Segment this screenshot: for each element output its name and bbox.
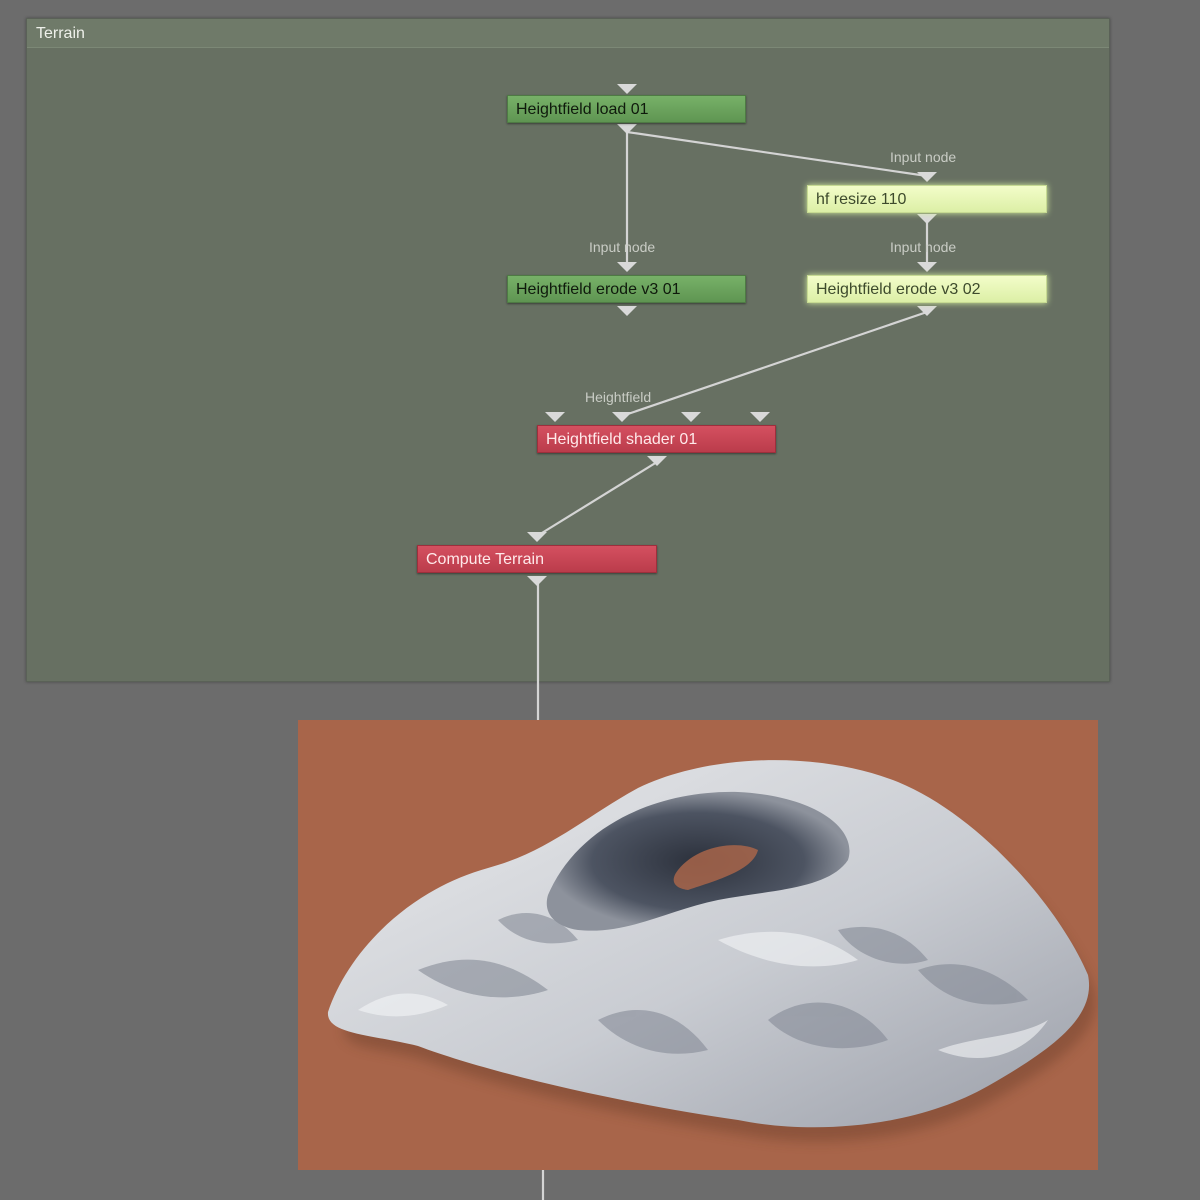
node-heightfield-erode-v3-01[interactable]: Heightfield erode v3 01 [507,275,746,303]
node-compute-terrain[interactable]: Compute Terrain [417,545,657,573]
terrain-render-preview [298,720,1098,1170]
port-label-erode01-input: Input node [589,239,656,255]
terrain-render-image [327,760,1096,1142]
group-title: Terrain [36,25,85,42]
node-heightfield-shader-01[interactable]: Heightfield shader 01 [537,425,776,453]
node-heightfield-erode-v3-02[interactable]: Heightfield erode v3 02 [807,275,1047,303]
group-header[interactable]: Terrain [27,19,1109,48]
port-label-resize-input: Input node [890,149,957,165]
port-label-shader-heightfield: Heightfield [585,389,652,405]
port-label-erode02-input: Input node [890,239,957,255]
node-hf-resize-110[interactable]: hf resize 110 [807,185,1047,213]
node-heightfield-load-01[interactable]: Heightfield load 01 [507,95,746,123]
